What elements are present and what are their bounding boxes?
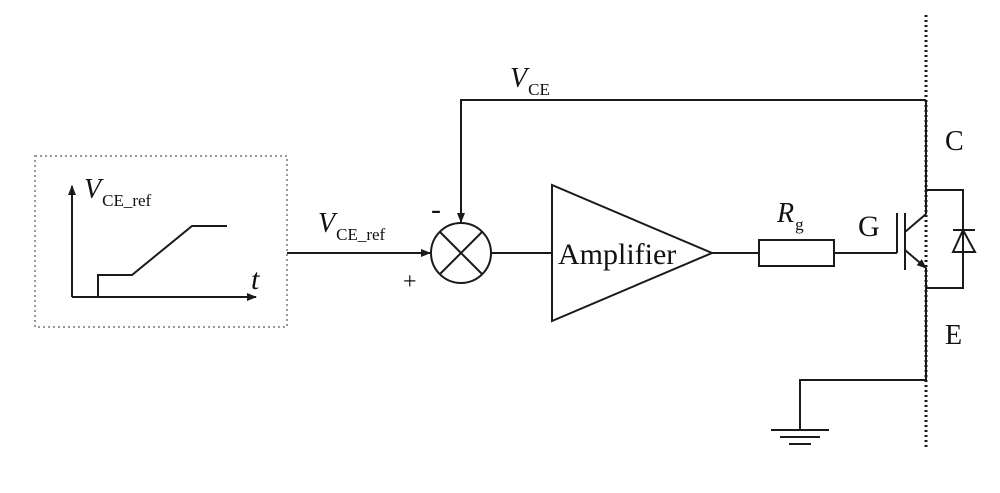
gate-label: G — [858, 210, 880, 243]
gate-resistor-label-r: R — [776, 198, 794, 229]
gate-resistor-label-sub: g — [795, 215, 804, 234]
waveform-t-label: t — [251, 263, 260, 296]
feedback-vce-label-sub: CE — [528, 80, 550, 99]
reference-signal-label: VCE_ref — [318, 208, 386, 244]
summing-junction — [430, 222, 492, 284]
feedback-vce-label: VCE — [510, 63, 550, 99]
feedback-vce-label-v: V — [510, 63, 530, 94]
freewheeling-diode — [926, 189, 977, 289]
waveform-y-label-sub: CE_ref — [102, 191, 151, 210]
gate-resistor — [758, 239, 835, 267]
waveform-y-label-v: V — [84, 174, 104, 205]
reference-signal-label-v: V — [318, 208, 338, 239]
reference-waveform-box — [34, 155, 288, 328]
emitter-label: E — [945, 320, 962, 351]
collector-label: C — [945, 126, 964, 157]
amplifier-triangle — [551, 183, 715, 323]
gate-resistor-label: Rg — [776, 198, 804, 234]
minus-sign: - — [431, 193, 441, 226]
ground-wire — [799, 379, 926, 430]
waveform-y-label: VCE_ref — [84, 174, 152, 210]
ground-symbol — [771, 429, 829, 445]
reference-signal-label-sub: CE_ref — [336, 225, 385, 244]
plus-sign: + — [403, 269, 417, 295]
feedback-wire — [457, 99, 926, 223]
reference-ramp-waveform — [97, 225, 227, 297]
amplifier-label: Amplifier — [558, 238, 676, 271]
igbt-transistor — [896, 100, 927, 380]
